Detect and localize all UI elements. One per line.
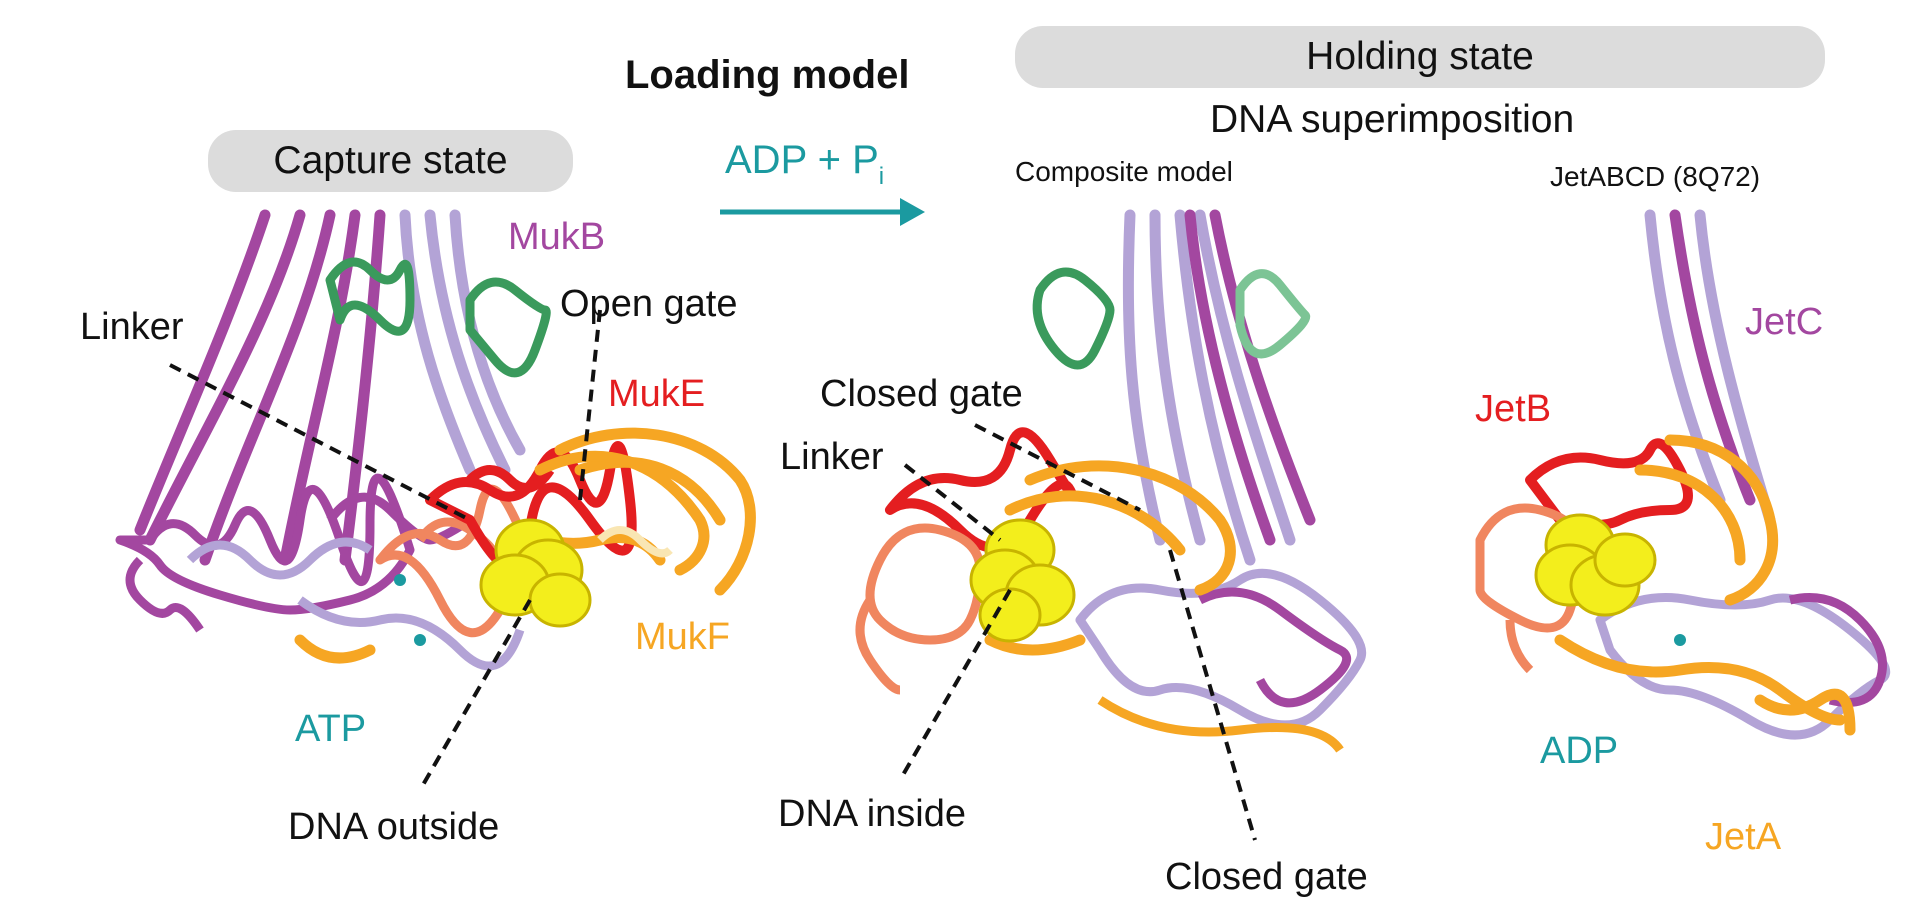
composite-mukb-dark-coils (1184, 209, 1316, 546)
transition-arrow (720, 198, 925, 226)
label-jeta: JetA (1705, 816, 1782, 858)
label-dna-outside: DNA outside (288, 806, 500, 848)
holding-state-title: Holding state (1306, 35, 1534, 78)
label-composite-linker: Linker (780, 436, 884, 478)
capture-atp (394, 574, 426, 646)
jetabcd-dna (1534, 513, 1657, 617)
capture-state-title: Capture state (273, 139, 508, 182)
capture-state-pill: Capture state (208, 130, 573, 192)
composite-dna (969, 518, 1076, 643)
jetabcd-adp (1674, 634, 1686, 646)
jetabcd-jetb (1525, 438, 1693, 530)
transition-label: ADP + Pi (725, 138, 884, 188)
jetabcd-structure (1475, 209, 1891, 740)
transition-label-subscript: i (878, 162, 885, 190)
jetabcd-jeta (1554, 434, 1856, 736)
composite-callout-lines (898, 423, 1257, 841)
jetabcd-title: JetABCD (8Q72) (1550, 161, 1761, 192)
label-closed-gate-top: Closed gate (820, 373, 1023, 415)
capture-mukb-light-coils (399, 209, 526, 476)
label-closed-gate-bottom: Closed gate (1165, 856, 1368, 898)
capture-callout-lines (169, 309, 602, 792)
composite-salmon (855, 523, 985, 695)
capture-state-structure (115, 209, 756, 792)
capture-mukb-head (115, 473, 525, 671)
label-capture-linker: Linker (80, 306, 184, 348)
holding-state-pill: Holding state (1015, 26, 1825, 88)
jetabcd-head (1595, 593, 1891, 740)
label-open-gate: Open gate (560, 283, 738, 325)
transition-label-text: ADP + P (725, 138, 879, 182)
label-atp: ATP (295, 708, 367, 750)
label-mukf: MukF (635, 616, 730, 658)
holding-state-subtitle: DNA superimposition (1210, 98, 1575, 141)
label-jetc: JetC (1745, 301, 1824, 343)
label-muke: MukE (608, 373, 706, 415)
label-jetb: JetB (1475, 388, 1552, 430)
composite-structure (855, 209, 1367, 841)
composite-mukb-head (1075, 568, 1367, 753)
capture-green-domains (325, 257, 551, 378)
composite-green-domains (1032, 267, 1311, 370)
composite-mukf (984, 460, 1236, 656)
composite-model-title: Composite model (1015, 156, 1233, 187)
loading-model-title: Loading model (625, 53, 910, 97)
capture-dna (479, 518, 592, 628)
label-dna-inside: DNA inside (778, 793, 966, 835)
capture-mukf-light (597, 526, 673, 558)
label-adp: ADP (1540, 730, 1619, 772)
label-mukb: MukB (508, 216, 606, 258)
